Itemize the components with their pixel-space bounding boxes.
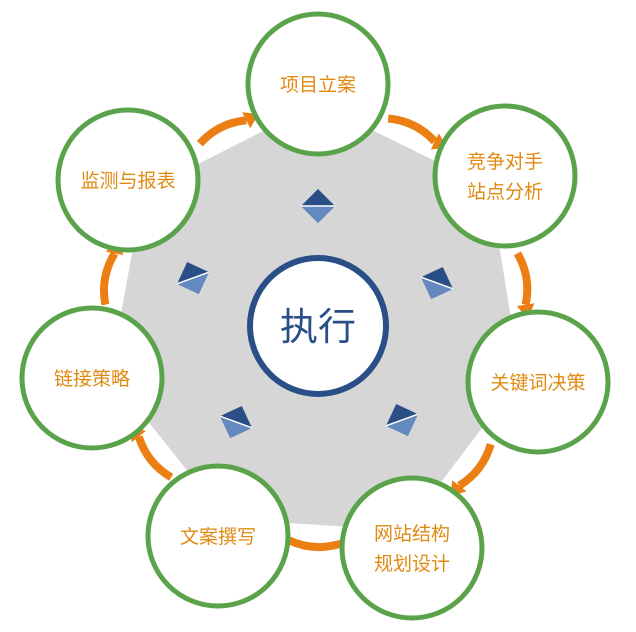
- node-link-strategy: 链接策略: [19, 305, 165, 451]
- curved-arrow-icon: [287, 536, 343, 552]
- center-node: 执行: [247, 255, 389, 397]
- diamond-icon: [420, 267, 454, 299]
- node-label: 链接策略: [54, 368, 130, 390]
- node-label: 监测与报表: [80, 170, 175, 192]
- node-circle: [245, 11, 391, 157]
- node-circle: [145, 463, 291, 609]
- curved-arrow-icon: [134, 435, 174, 481]
- curved-arrow-icon: [196, 116, 247, 147]
- node-label: 规划设计: [374, 553, 450, 575]
- node-keyword-decision: 关键词决策: [465, 309, 611, 455]
- center-circle: [247, 255, 389, 397]
- diamond-decorations: [176, 189, 454, 438]
- node-circle: [339, 475, 485, 621]
- node-label: 项目立案: [280, 74, 356, 96]
- curved-arrow-icon: [387, 114, 438, 145]
- node-label: 关键词决策: [490, 372, 585, 394]
- node-project-initiation: 项目立案: [245, 11, 391, 157]
- curved-arrow-icon: [99, 251, 119, 306]
- node-circle: [55, 107, 201, 253]
- diamond-icon: [385, 404, 419, 436]
- node-label: 竞争对手: [467, 151, 543, 173]
- node-label: 网站结构: [374, 523, 450, 545]
- node-copywriting: 文案撰写: [145, 463, 291, 609]
- node-label: 文案撰写: [180, 526, 256, 548]
- node-circle: [432, 103, 578, 249]
- diamond-icon: [219, 406, 253, 438]
- node-circle: [19, 305, 165, 451]
- node-circle: [465, 309, 611, 455]
- node-monitoring-reports: 监测与报表: [55, 107, 201, 253]
- diamond-icon: [301, 189, 335, 223]
- diamond-icon: [176, 262, 210, 294]
- center-label: 执行: [280, 305, 356, 349]
- curved-arrow-icon: [513, 251, 532, 306]
- node-label: 站点分析: [467, 181, 543, 203]
- curved-arrow-icon: [457, 443, 495, 490]
